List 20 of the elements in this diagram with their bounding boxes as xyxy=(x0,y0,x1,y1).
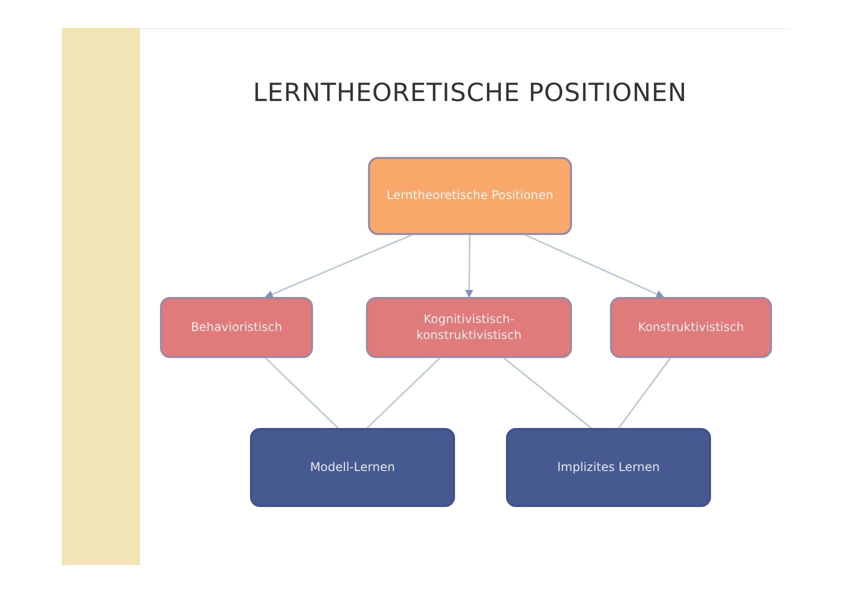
connector-line xyxy=(264,234,412,298)
box-label: Implizites Lernen xyxy=(557,460,660,476)
connector-line xyxy=(366,357,440,429)
box-label: Modell-Lernen xyxy=(310,460,395,476)
process-box xyxy=(610,297,772,358)
connector-line xyxy=(465,235,474,298)
process-box xyxy=(506,428,711,507)
connector-line xyxy=(264,357,339,429)
process-box xyxy=(160,297,313,358)
box-label: Behavioristisch xyxy=(190,320,282,336)
connector-line xyxy=(503,357,592,429)
connector-line xyxy=(524,234,664,298)
process-box xyxy=(250,428,455,507)
box-label: Lerntheoretische Positionen xyxy=(386,188,554,204)
process-box xyxy=(366,297,572,358)
process-box xyxy=(368,157,572,235)
connector-line xyxy=(618,358,671,428)
box-label: Kognitivistisch-konstruktivistisch xyxy=(415,312,523,344)
slide-title: LERNTHEORETISCHE POSITIONEN xyxy=(252,78,688,107)
box-label: Konstruktivistisch xyxy=(638,320,744,336)
